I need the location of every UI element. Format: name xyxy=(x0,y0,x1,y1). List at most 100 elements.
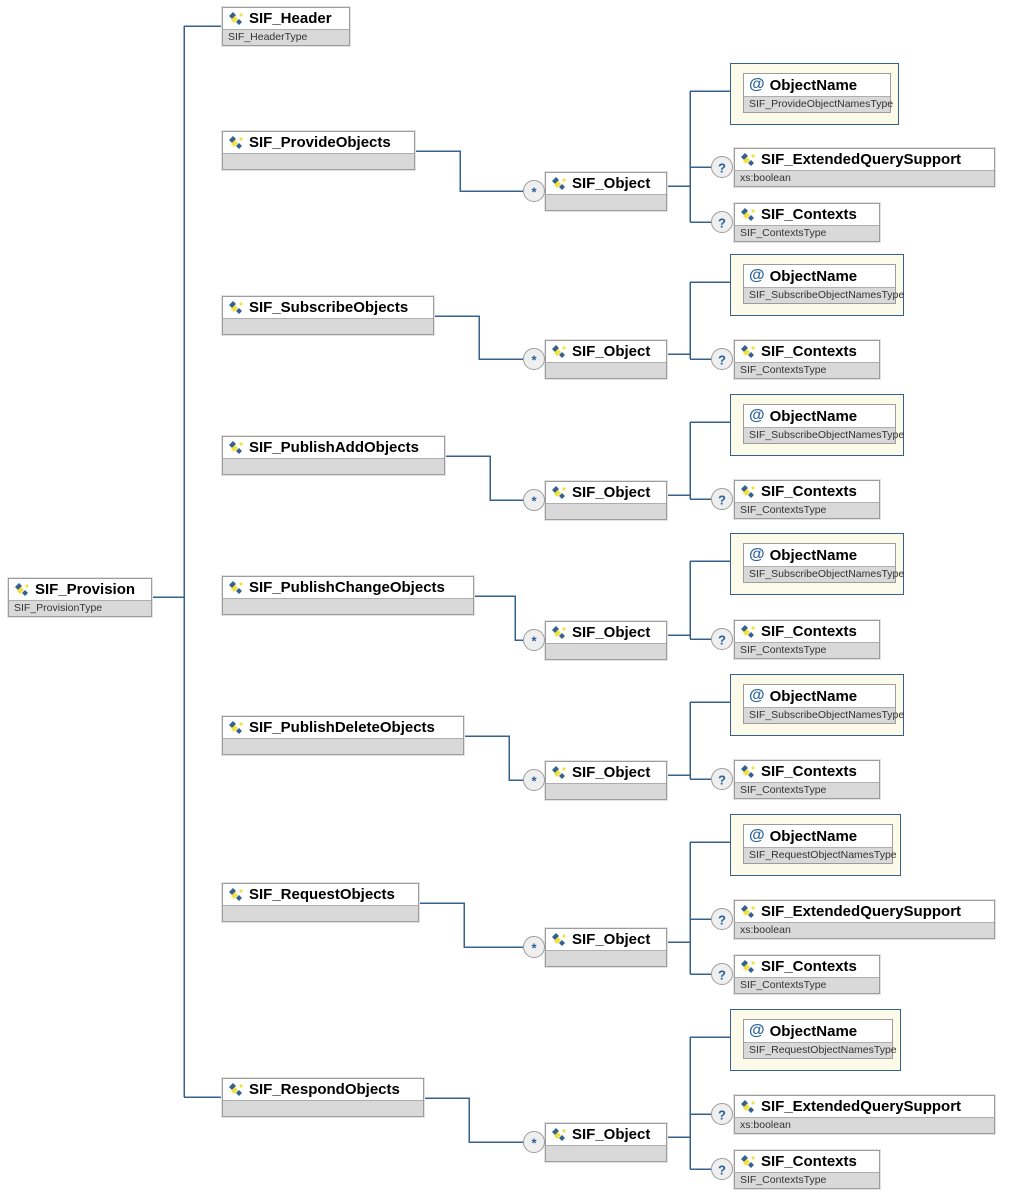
node-sif-publishaddobjects-object[interactable]: SIF_Object xyxy=(544,480,668,521)
node-title: SIF_Header xyxy=(223,8,349,29)
node-type: SIF_ProvideObjectNamesType xyxy=(744,96,893,112)
element-icon xyxy=(551,1128,567,1141)
node-title: SIF_ExtendedQuerySupport xyxy=(735,149,994,170)
occurrence-glyph: ? xyxy=(718,352,726,367)
node-type: SIF_ContextsType xyxy=(735,977,879,993)
occurrence-glyph: ? xyxy=(718,632,726,647)
attribute-icon: @ xyxy=(749,546,765,563)
node-sif-publishchangeobjects-object[interactable]: SIF_Object xyxy=(544,620,668,661)
node-sif-publishdeleteobjects[interactable]: SIF_PublishDeleteObjects xyxy=(221,715,465,756)
node-label: SIF_Object xyxy=(572,624,651,641)
occurrence-badge: * xyxy=(523,769,545,791)
node-title: SIF_Provision xyxy=(9,579,151,600)
attribute-icon: @ xyxy=(749,267,765,284)
node-label: SIF_Contexts xyxy=(761,623,857,640)
element-icon xyxy=(551,626,567,639)
node-sif-subscribeobjects[interactable]: SIF_SubscribeObjects xyxy=(221,295,435,336)
attribute-icon: @ xyxy=(749,76,765,93)
element-icon xyxy=(551,933,567,946)
node-title: SIF_Contexts xyxy=(735,1151,879,1172)
node-label: SIF_Contexts xyxy=(761,958,857,975)
element-icon xyxy=(740,485,756,498)
node-type: SIF_ContextsType xyxy=(735,362,879,378)
node-sif-provideobjects-object[interactable]: SIF_Object xyxy=(544,171,668,212)
node-label: SIF_ExtendedQuerySupport xyxy=(761,1098,962,1115)
occurrence-glyph: ? xyxy=(718,1107,726,1122)
node-title: SIF_Contexts xyxy=(735,204,879,225)
node-sif-provideobjects[interactable]: SIF_ProvideObjects xyxy=(221,130,416,171)
node-label: SIF_Contexts xyxy=(761,483,857,500)
occurrence-badge: * xyxy=(523,629,545,651)
element-icon xyxy=(228,721,244,734)
element-icon xyxy=(740,905,756,918)
occurrence-badge: ? xyxy=(711,156,733,178)
occurrence-glyph: * xyxy=(531,1135,537,1150)
node-label: ObjectName xyxy=(769,407,858,425)
occurrence-glyph: ? xyxy=(718,772,726,787)
node-label: SIF_Contexts xyxy=(761,343,857,360)
node-label: SIF_Object xyxy=(572,175,651,192)
element-icon xyxy=(228,441,244,454)
node-label: SIF_Header xyxy=(249,10,332,27)
node-sif-subscribeobjects-object[interactable]: SIF_Object xyxy=(544,339,668,380)
node-type xyxy=(223,905,418,921)
connector-line xyxy=(474,595,523,641)
node-title: SIF_Object xyxy=(546,622,666,643)
node-label: SIF_PublishAddObjects xyxy=(249,439,420,456)
node-title: SIF_PublishDeleteObjects xyxy=(223,717,463,738)
node-title: SIF_SubscribeObjects xyxy=(223,297,433,318)
node-title: SIF_RequestObjects xyxy=(223,884,418,905)
element-icon xyxy=(228,888,244,901)
node-sif-publishaddobjects[interactable]: SIF_PublishAddObjects xyxy=(221,435,446,476)
occurrence-badge: ? xyxy=(711,1103,733,1125)
node-type: SIF_RequestObjectNamesType xyxy=(744,1042,897,1058)
node-type: SIF_SubscribeObjectNamesType xyxy=(744,287,904,303)
node-type xyxy=(223,318,433,334)
node-sif-requestobjects[interactable]: SIF_RequestObjects xyxy=(221,882,420,923)
node-sif-publishchangeobjects[interactable]: SIF_PublishChangeObjects xyxy=(221,575,475,616)
element-icon xyxy=(551,177,567,190)
element-icon xyxy=(228,12,244,25)
node-title: SIF_Contexts xyxy=(735,341,879,362)
node-sif-requestobjects-object[interactable]: SIF_Object xyxy=(544,927,668,968)
node-sif-publishdeleteobjects-object[interactable]: SIF_Object xyxy=(544,760,668,801)
node-sif-respondobjects-object[interactable]: SIF_Object xyxy=(544,1122,668,1163)
node-label: SIF_ExtendedQuerySupport xyxy=(761,903,962,920)
node-type: SIF_ContextsType xyxy=(735,225,879,241)
node-sif-respondobjects[interactable]: SIF_RespondObjects xyxy=(221,1077,425,1118)
node-title: SIF_ExtendedQuerySupport xyxy=(735,1096,994,1117)
node-label: SIF_Object xyxy=(572,1126,651,1143)
attribute-icon: @ xyxy=(749,1022,765,1039)
node-label: SIF_ExtendedQuerySupport xyxy=(761,151,962,168)
connector-line xyxy=(419,902,523,948)
node-label: SIF_PublishDeleteObjects xyxy=(249,719,435,736)
occurrence-glyph: ? xyxy=(718,160,726,175)
